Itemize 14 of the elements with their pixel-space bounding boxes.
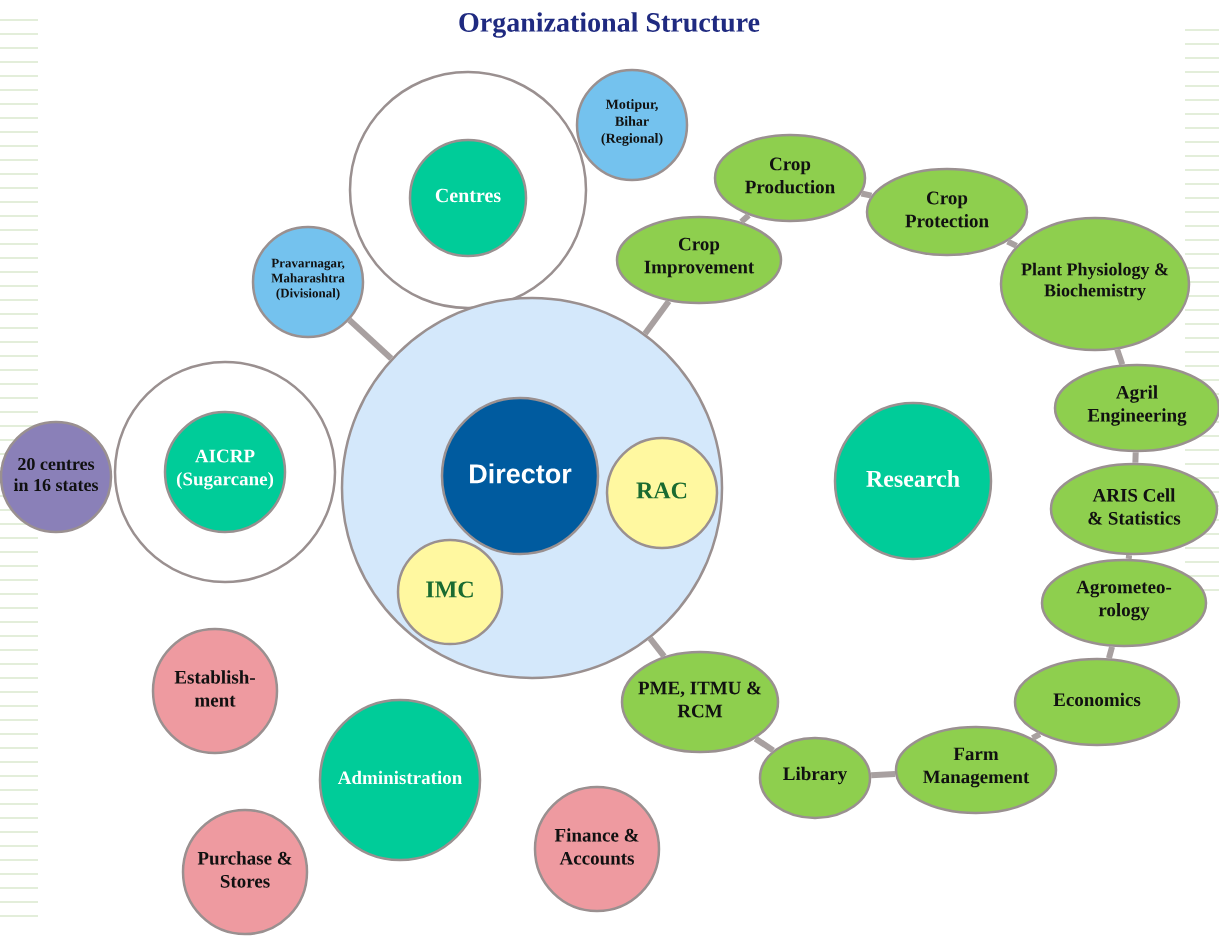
connector [870, 771, 896, 779]
connector [642, 299, 672, 336]
connector [1006, 238, 1018, 249]
connector [1106, 646, 1115, 659]
connector [1114, 348, 1126, 366]
connector [753, 736, 775, 753]
connector [1031, 731, 1042, 741]
connector [860, 190, 873, 199]
title: Organizational Structure [459, 12, 760, 38]
connector [1125, 554, 1133, 560]
connector [347, 317, 394, 361]
connector [739, 212, 751, 225]
connector [1132, 452, 1139, 463]
connector [647, 636, 667, 659]
